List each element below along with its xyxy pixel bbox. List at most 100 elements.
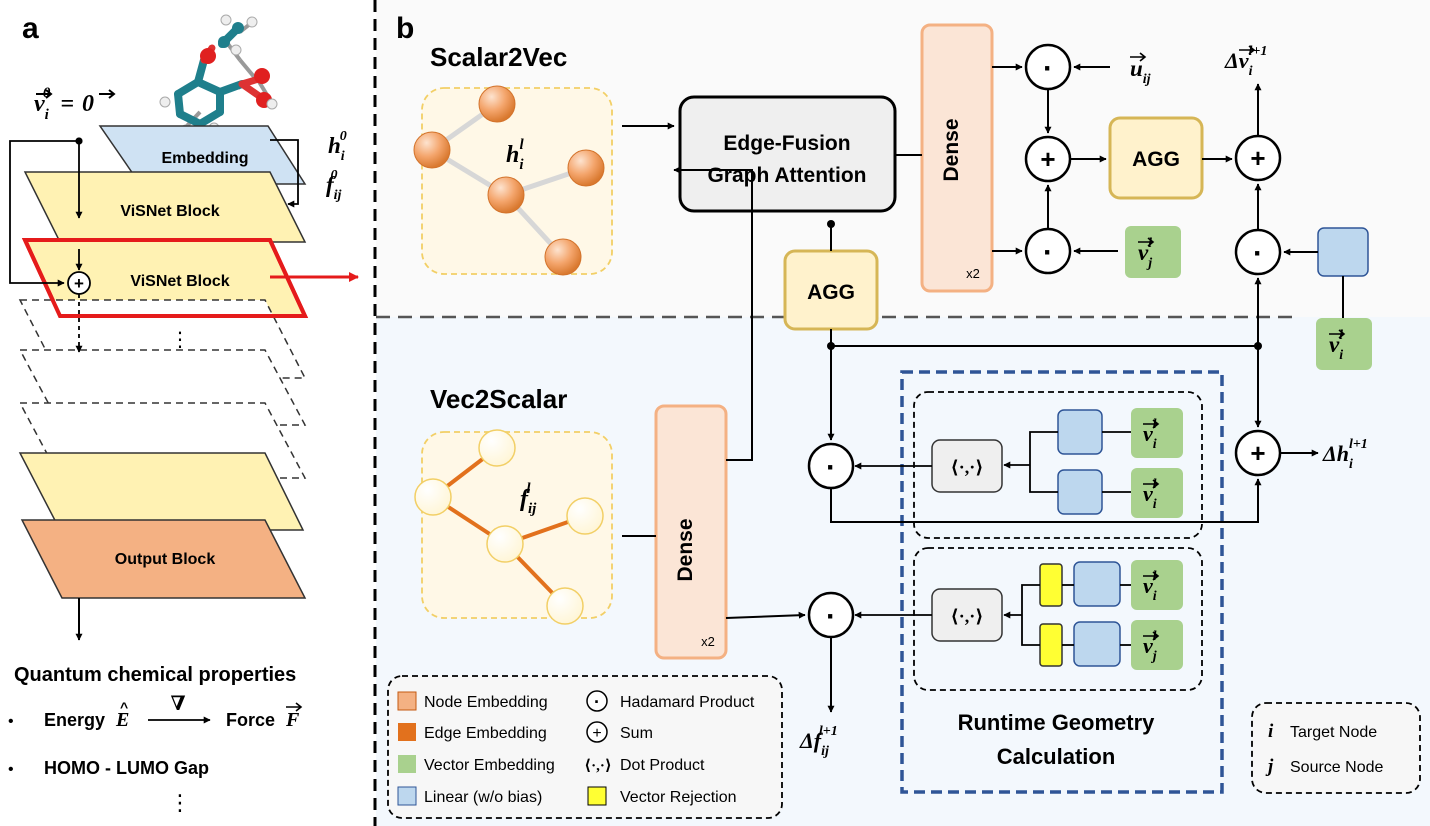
node-2 xyxy=(413,131,451,169)
v-i-right-label: vil xyxy=(1316,318,1372,370)
svg-text:vi0=0: vi0=0 xyxy=(34,85,94,123)
dense-top xyxy=(920,23,994,293)
h-l-label: hil xyxy=(506,137,525,173)
svg-text:F: F xyxy=(285,709,300,731)
connectors xyxy=(622,63,1319,713)
runtime-sub-top xyxy=(913,391,1203,539)
svg-text:·: · xyxy=(826,451,836,484)
hadamard-node-vj: · xyxy=(1024,227,1072,275)
legend-box xyxy=(387,675,783,819)
svg-text:Target Node: Target Node xyxy=(1290,724,1377,741)
hadamard-node-delta-f: · xyxy=(807,591,855,639)
properties-title: Quantum chemical properties xyxy=(14,664,296,686)
svg-text:·: · xyxy=(1043,236,1053,269)
runtime-title-1: Runtime Geometry xyxy=(958,710,1156,735)
hadamard-node-u: · xyxy=(1024,43,1072,91)
svg-text:·: · xyxy=(826,600,836,633)
embedding-layer xyxy=(98,125,307,185)
svg-text:+: + xyxy=(592,725,601,742)
hadamard-node-mid: · xyxy=(807,442,855,490)
svg-text:•: • xyxy=(8,713,14,730)
energy-force-row: • Energy E ^ ∇ Force F xyxy=(8,693,303,731)
visnet-block-1-label: ViSNet Block xyxy=(120,203,219,220)
legend-linear: Linear (w/o bias) xyxy=(397,786,542,806)
layers-ellipsis: ⋮ xyxy=(170,329,190,351)
runtime-sub-bottom xyxy=(913,547,1203,691)
node-4 xyxy=(567,149,605,187)
vec2scalar-title: Vec2Scalar xyxy=(430,384,567,414)
molecule-graphic xyxy=(159,14,278,136)
svg-text:⟨·,·⟩: ⟨·,·⟩ xyxy=(951,457,984,477)
sum-node-top: + xyxy=(1024,135,1072,183)
initial-vector-label: vi0=0 xyxy=(34,85,116,123)
linear-bottom-1 xyxy=(1073,561,1121,607)
linear-top-2 xyxy=(1057,469,1103,515)
svg-text:Linear (w/o bias): Linear (w/o bias) xyxy=(424,789,542,806)
svg-text:AGG: AGG xyxy=(807,281,855,304)
linear-right xyxy=(1317,227,1369,277)
edge-node-4 xyxy=(566,497,604,535)
legend-node-embedding: Node Embedding xyxy=(397,691,548,711)
delta-v-label: Δvil+1 xyxy=(1224,44,1267,79)
edge-node-2 xyxy=(414,478,452,516)
sum-node-delta-h: + xyxy=(1234,429,1282,477)
svg-text:i: i xyxy=(1268,721,1274,742)
svg-text:Dot Product: Dot Product xyxy=(620,757,705,774)
runtime-title-2: Calculation xyxy=(997,744,1116,769)
legend-vector-rejection: Vector Rejection xyxy=(587,786,737,806)
linear-bottom-2 xyxy=(1073,621,1121,667)
scalar2vec-title: Scalar2Vec xyxy=(430,42,567,72)
svg-text:Δvil+1: Δvil+1 xyxy=(1224,44,1267,79)
svg-text:·: · xyxy=(1043,52,1053,85)
h0-label: hi0 xyxy=(328,129,347,164)
output-block-label: Output Block xyxy=(115,551,216,568)
edge-embedding-graph xyxy=(421,431,613,619)
svg-text:E: E xyxy=(115,709,129,731)
legend-edge-embedding: Edge Embedding xyxy=(398,723,547,742)
homo-lumo-row: • HOMO - LUMO Gap xyxy=(8,758,209,778)
svg-text:+: + xyxy=(1250,438,1265,468)
visnet-block-2-label: ViSNet Block xyxy=(130,273,229,290)
residual-arrow xyxy=(9,140,79,287)
svg-text:hil: hil xyxy=(506,137,525,173)
v-i-top-1: vil xyxy=(1131,408,1183,458)
svg-text:Δhil+1: Δhil+1 xyxy=(1322,437,1368,472)
hadamard-node-vi: · xyxy=(1234,228,1282,276)
svg-text:fij0: fij0 xyxy=(326,168,342,203)
svg-text:Node Embedding: Node Embedding xyxy=(424,694,548,711)
embedding-to-block-arrow xyxy=(270,139,299,208)
svg-text:hi0: hi0 xyxy=(328,129,347,164)
v-j-bottom: vjl xyxy=(1131,620,1183,670)
svg-text:^: ^ xyxy=(120,699,128,715)
svg-text:⟨·,·⟩: ⟨·,·⟩ xyxy=(584,758,611,774)
svg-text:Edge-Fusion: Edge-Fusion xyxy=(723,132,850,155)
dense-bottom-mult: x2 xyxy=(701,634,715,649)
svg-text:+: + xyxy=(1040,144,1055,174)
f0-label: fij0 xyxy=(326,168,342,203)
runtime-geometry-box xyxy=(900,370,1224,794)
svg-text:Vector Embedding: Vector Embedding xyxy=(424,757,555,774)
svg-text:Sum: Sum xyxy=(620,725,653,742)
delta-f-label: Δfijl+1 xyxy=(799,724,838,759)
visnet-block-n xyxy=(18,452,305,531)
svg-text:Graph Attention: Graph Attention xyxy=(707,164,866,187)
legend-target-node: i Target Node xyxy=(1268,721,1377,742)
svg-text:fijl: fijl xyxy=(520,481,537,517)
legend-vector-embedding: Vector Embedding xyxy=(398,755,555,774)
svg-text:Dense: Dense xyxy=(940,118,963,181)
svg-text:+: + xyxy=(74,274,84,293)
svg-text:•: • xyxy=(8,761,14,778)
legend-sum: + Sum xyxy=(586,721,653,743)
v-i-bottom: vil xyxy=(1131,560,1183,610)
legend-source-node: j Source Node xyxy=(1265,756,1383,777)
svg-text:Edge Embedding: Edge Embedding xyxy=(424,725,547,742)
svg-text:Source Node: Source Node xyxy=(1290,759,1383,776)
visnet-block-1 xyxy=(23,171,307,243)
dense-bottom xyxy=(654,404,728,660)
svg-text:uij: uij xyxy=(1130,56,1151,87)
node-3 xyxy=(487,176,525,214)
svg-text:HOMO - LUMO Gap: HOMO - LUMO Gap xyxy=(44,758,209,778)
node-5 xyxy=(544,238,582,276)
vector-rejection-2 xyxy=(1039,623,1063,667)
